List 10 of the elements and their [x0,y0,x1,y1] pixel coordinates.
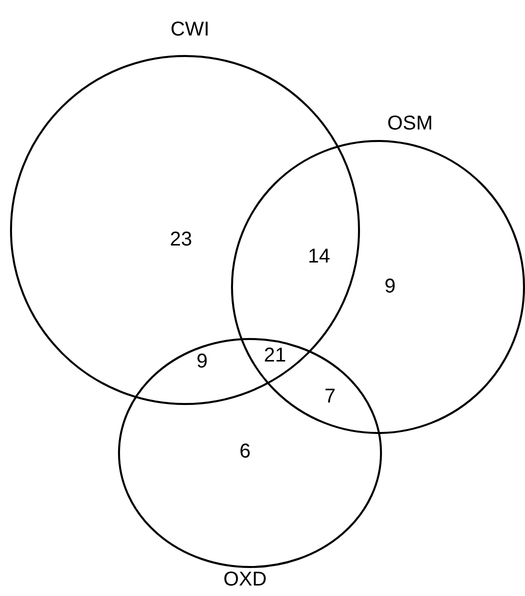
set-label: OSM [387,112,433,136]
set-label: OXD [223,568,267,592]
region-count: 21 [264,344,286,368]
region-count: 9 [384,276,396,298]
region-count: 14 [308,246,330,268]
region-count: 23 [170,228,192,252]
set-label: CWI [170,18,210,42]
region-count: 7 [324,386,336,408]
region-count: 9 [196,350,208,374]
region-count: 6 [239,440,251,464]
